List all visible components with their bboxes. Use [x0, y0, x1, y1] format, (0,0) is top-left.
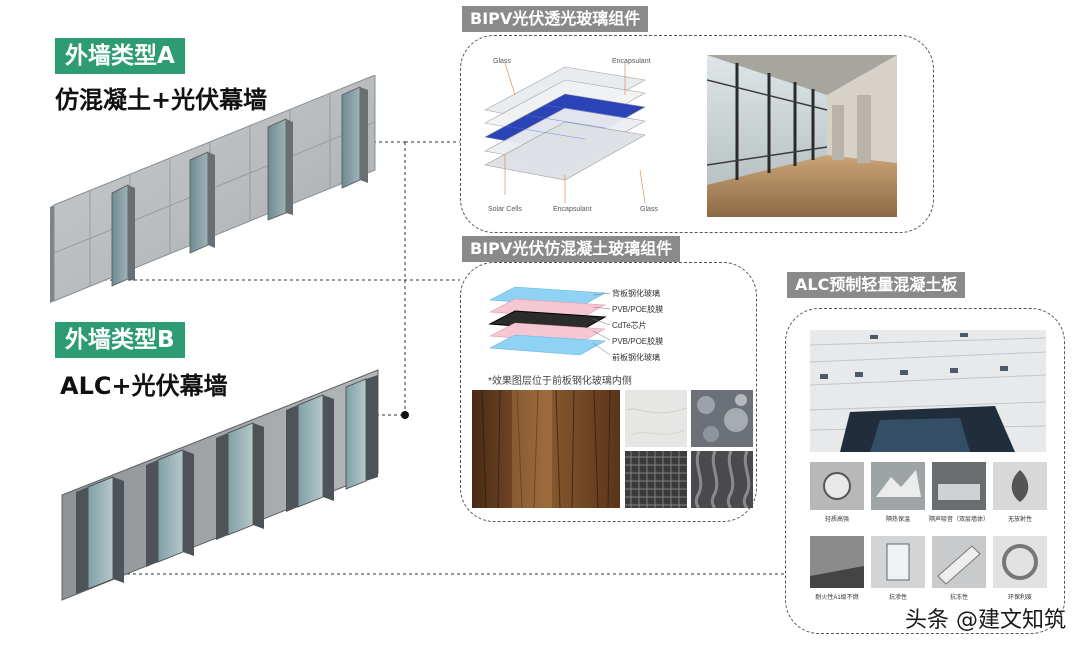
- alc-features-grid: 轻质高强 隔热保温 隔声吸音（双层墙体） 无放射性 耐火性A1级不燃 抗渗性 抗…: [808, 462, 1048, 610]
- label-encapsulant-bottom: Encapsulant: [553, 206, 592, 213]
- feature-insulation-icon: [871, 462, 925, 510]
- feature-cap-7: 抗冻性: [949, 595, 968, 601]
- feature-cap-8: 环保利废: [1007, 595, 1032, 601]
- wall-a-illustration: [50, 75, 376, 303]
- wall-b-tag: 外墙类型B: [55, 322, 185, 358]
- feature-cap-3: 隔声吸音（双层墙体）: [929, 517, 990, 523]
- wall-a-subtitle: 仿混凝土+光伏幕墙: [55, 86, 268, 114]
- feature-strength-icon: [810, 462, 864, 510]
- panel-bipv-concrete-title: BIPV光伏仿混凝土玻璃组件: [462, 236, 681, 262]
- wall-a-tag: 外墙类型A: [55, 38, 185, 74]
- label-glass-bottom: Glass: [640, 206, 658, 213]
- layer-label-5: 前板钢化玻璃: [612, 353, 660, 362]
- feature-seepage-icon: [871, 536, 925, 588]
- wood-texture-photo: [472, 390, 620, 508]
- stone-texture-photo: [691, 390, 753, 447]
- feature-cap-5: 耐火性A1级不燃: [815, 595, 859, 601]
- feature-frost-icon: [932, 536, 986, 588]
- feature-fire-icon: [810, 536, 864, 588]
- layer-label-2: PVB/POE胶膜: [612, 305, 664, 314]
- wall-b-subtitle: ALC+光伏幕墙: [60, 372, 228, 400]
- feature-cap-6: 抗渗性: [888, 595, 907, 601]
- bipv-layer-diagram: [484, 62, 646, 204]
- label-solar-cells: Solar Cells: [488, 206, 522, 213]
- layer-label-1: 背板钢化玻璃: [612, 289, 660, 298]
- panel-alc-title: ALC预制轻量混凝土板: [787, 272, 966, 298]
- marble-texture-photo: [625, 390, 687, 447]
- corridor-photo: [707, 55, 897, 217]
- layer-label-4: PVB/POE胶膜: [612, 337, 664, 346]
- wave-texture-photo: [691, 451, 753, 508]
- mesh-texture-photo: [625, 451, 687, 508]
- feature-cap-1: 轻质高强: [824, 517, 849, 523]
- feature-leaf-icon: [993, 462, 1047, 510]
- alc-building-photo: [810, 330, 1046, 452]
- label-glass-top: Glass: [493, 58, 511, 65]
- feature-cap-4: 无放射性: [1007, 517, 1032, 523]
- layer-note: *效果图层位于前板钢化玻璃内侧: [488, 376, 632, 387]
- feature-cap-2: 隔热保温: [885, 517, 910, 523]
- watermark: 头条 @建文知筑: [905, 608, 1066, 633]
- layer-label-3: CdTe芯片: [612, 321, 647, 330]
- feature-sound-icon: [932, 462, 986, 510]
- label-encapsulant-top: Encapsulant: [612, 58, 651, 65]
- concrete-layer-diagram: [488, 286, 611, 356]
- feature-recycle-icon: [993, 536, 1047, 588]
- wall-b-illustration: [61, 369, 379, 601]
- panel-bipv-transparent-title: BIPV光伏透光玻璃组件: [462, 6, 649, 32]
